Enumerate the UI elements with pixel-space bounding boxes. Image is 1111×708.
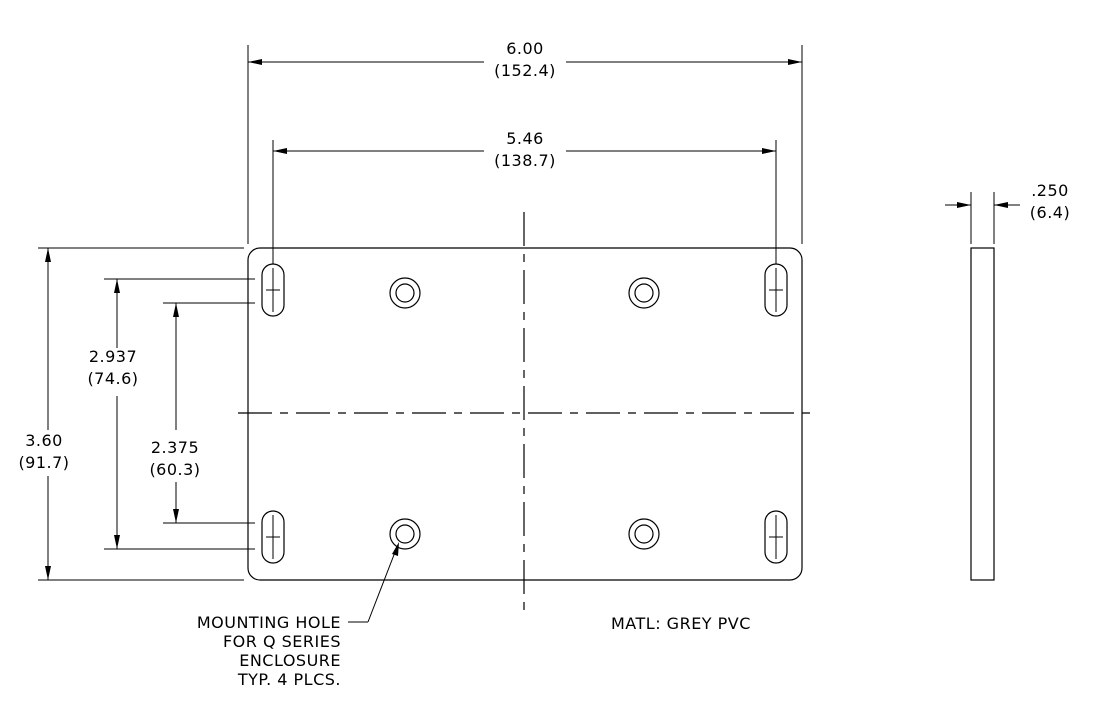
thickness-imperial: .250 <box>1031 181 1069 200</box>
mounting-hole-top-left <box>389 277 421 309</box>
mounting-hole-leader <box>348 542 399 623</box>
mounting-hole-bottom-left <box>389 518 421 550</box>
dimension-slot-vertical: 2.937 (74.6) <box>87 278 255 550</box>
mounting-hole-note: MOUNTING HOLE FOR Q SERIES ENCLOSURE TYP… <box>197 613 341 689</box>
note-line-1: MOUNTING HOLE <box>197 613 341 632</box>
overall-height-imperial: 3.60 <box>25 431 63 450</box>
hole-vertical-imperial: 2.375 <box>151 438 199 457</box>
overall-height-metric: (91.7) <box>18 453 69 472</box>
slot-top-left <box>261 263 285 317</box>
dimension-overall-height: 3.60 (91.7) <box>18 247 244 581</box>
overall-width-metric: (152.4) <box>494 61 556 80</box>
slot-bottom-left <box>261 510 285 564</box>
material-note: MATL: GREY PVC <box>611 614 751 633</box>
mounting-hole-bottom-right <box>628 518 660 550</box>
thickness-metric: (6.4) <box>1030 203 1070 222</box>
overall-width-imperial: 6.00 <box>506 39 544 58</box>
slot-bottom-right <box>764 510 788 564</box>
slot-top-right <box>764 263 788 317</box>
dimension-slot-spacing: 5.46 (138.7) <box>272 129 777 264</box>
plate-outline <box>247 247 803 581</box>
dimension-overall-width: 6.00 (152.4) <box>247 39 803 244</box>
note-line-3: ENCLOSURE <box>239 651 341 670</box>
note-line-4: TYP. 4 PLCS. <box>237 670 341 689</box>
slot-vertical-imperial: 2.937 <box>89 347 137 366</box>
slot-vertical-metric: (74.6) <box>87 369 138 388</box>
slot-spacing-imperial: 5.46 <box>506 129 544 148</box>
hole-vertical-metric: (60.3) <box>149 460 200 479</box>
side-view-plate <box>970 247 995 581</box>
mounting-hole-top-right <box>628 277 660 309</box>
note-line-2: FOR Q SERIES <box>223 632 341 651</box>
slot-spacing-metric: (138.7) <box>494 151 556 170</box>
dimension-thickness: .250 (6.4) <box>945 181 1070 244</box>
dimension-hole-vertical: 2.375 (60.3) <box>149 302 255 524</box>
